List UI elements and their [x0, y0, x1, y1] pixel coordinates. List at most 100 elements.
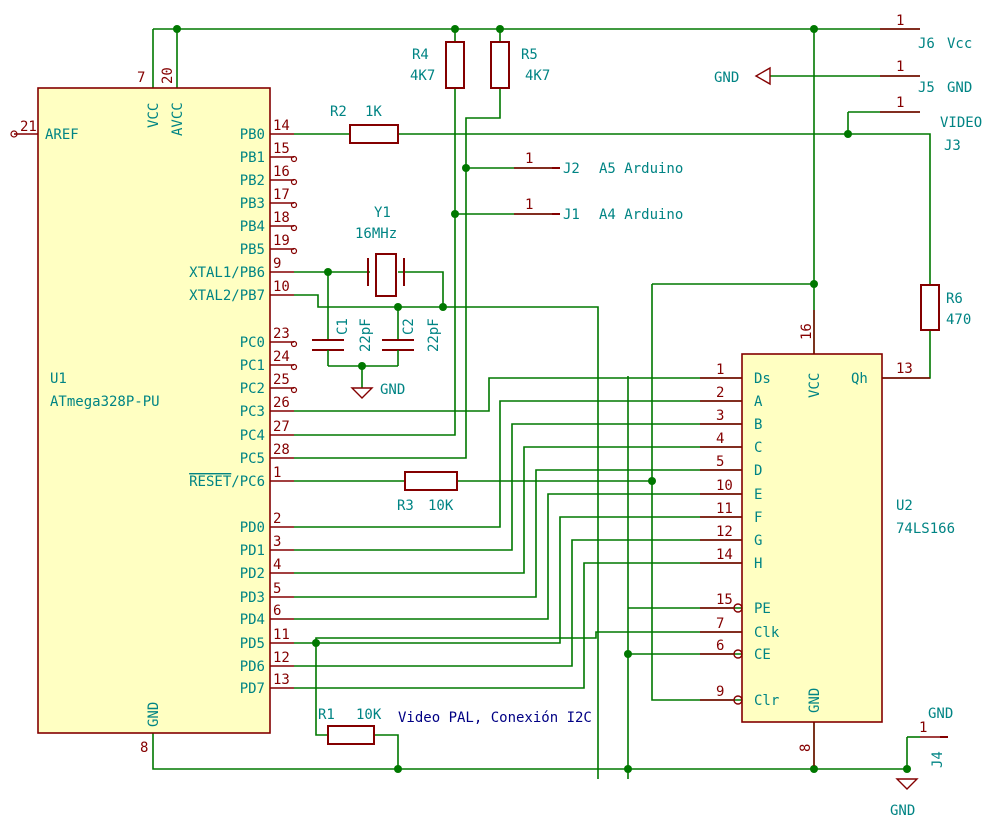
- u1-pin-number: 16: [273, 164, 290, 180]
- u1-pin-name: PD3: [240, 590, 265, 606]
- r5-body: [490, 41, 510, 89]
- u1-vcc-pin-name: VCC: [146, 103, 162, 128]
- u2-pin-number: 15: [716, 592, 733, 608]
- u2-pin-name: H: [754, 556, 762, 572]
- u1-pin-name: PC1: [240, 358, 265, 374]
- j1-pin-number: 1: [525, 197, 533, 213]
- u1-pin-name: PC5: [240, 451, 265, 467]
- u1-pin-name: PB3: [240, 196, 265, 212]
- r2-reference: R2: [330, 104, 347, 120]
- j4-value: GND: [928, 706, 953, 722]
- r4-body: [445, 41, 465, 89]
- connectors: 1 J6 Vcc 1 J5 GND 1 VIDEO J3 1 J2 A5 Ard…: [514, 13, 982, 768]
- u2-pin-number: 9: [716, 684, 724, 700]
- schematic-note: Video PAL, Conexión I2C: [398, 710, 592, 726]
- r3-value: 10K: [428, 498, 454, 514]
- c1-value: 22pF: [358, 318, 374, 352]
- u2-pin-number: 7: [716, 616, 724, 632]
- r1-body: [327, 725, 375, 745]
- u1-pin-number: 25: [273, 372, 290, 388]
- j5-value: GND: [947, 80, 972, 96]
- u2-pin-name: E: [754, 487, 762, 503]
- u1-pin-number: 17: [273, 187, 290, 203]
- j4-reference: J4: [930, 751, 946, 768]
- u1-pin-number: 26: [273, 395, 290, 411]
- u1-pin-name: PC2: [240, 381, 265, 397]
- j1-value: A4 Arduino: [599, 207, 683, 223]
- u1-pin-number: 10: [273, 279, 290, 295]
- u2-pin-number: 14: [716, 547, 733, 563]
- u2-pin-number: 5: [716, 454, 724, 470]
- u1-pin-name: PD5: [240, 636, 265, 652]
- gnd-icon-bottom: [895, 778, 919, 790]
- u1-pin-name: PD6: [240, 659, 265, 675]
- y1-body: [375, 253, 397, 297]
- u2-pin-number: 11: [716, 501, 733, 517]
- j6-value: Vcc: [947, 36, 972, 52]
- u1-pin-number: 28: [273, 442, 290, 458]
- c1-reference: C1: [335, 318, 351, 335]
- u1-pin-name: PB2: [240, 173, 265, 189]
- wires: [152, 28, 931, 779]
- u2-pin-name: Ds: [754, 371, 771, 387]
- r3-body: [404, 471, 458, 491]
- u1-pin-number: 9: [273, 256, 281, 272]
- u2-pin-number: 6: [716, 638, 724, 654]
- r1-reference: R1: [318, 707, 335, 723]
- u1-avcc-pin-name: AVCC: [170, 102, 186, 136]
- j1-reference: J1: [563, 207, 580, 223]
- u1-pin-name: PD1: [240, 543, 265, 559]
- u2-value: 74LS166: [896, 521, 955, 537]
- u1-pin-number: 6: [273, 603, 281, 619]
- u1-vcc-pin-number: 7: [137, 70, 145, 86]
- u1-pin-number: 27: [273, 419, 290, 435]
- u1-pin-name: RESET/PC6: [189, 474, 265, 490]
- u2-reference: U2: [896, 498, 913, 514]
- u2-vcc-pin-name: VCC: [807, 373, 823, 398]
- u1-pin-name: PB1: [240, 150, 265, 166]
- u2-gnd-pin-name: GND: [807, 688, 823, 713]
- u1-pin-number: 5: [273, 581, 281, 597]
- u2-qh-pin-number: 13: [896, 361, 913, 377]
- r2-body: [349, 124, 399, 144]
- u2-pin-name: Clr: [754, 693, 779, 709]
- u1-pin-name: PD0: [240, 520, 265, 536]
- u1-pin-number: 4: [273, 557, 281, 573]
- u2-pin-name: C: [754, 440, 762, 456]
- capacitors: C1 22pF C2 22pF: [312, 318, 442, 366]
- y1-reference: Y1: [374, 205, 391, 221]
- u1-pin-name: PB0: [240, 127, 265, 143]
- u1-pin-number: 18: [273, 210, 290, 226]
- j5-reference: J5: [918, 80, 935, 96]
- u1-pin-name: PB4: [240, 219, 265, 235]
- junction-dots: [173, 25, 911, 773]
- u1-atmega328p: 14PB015PB116PB217PB318PB419PB59XTAL1/PB6…: [10, 67, 298, 756]
- u1-pin-number: 3: [273, 534, 281, 550]
- u1-pin-name: PD2: [240, 566, 265, 582]
- crystal-y1: Y1 16MHz: [355, 205, 405, 297]
- j3-value: VIDEO: [940, 115, 982, 131]
- u1-avcc-pin-number: 20: [160, 67, 176, 84]
- r1-value: 10K: [356, 707, 382, 723]
- u1-pin-name: XTAL1/PB6: [189, 265, 265, 281]
- u1-pin-name: PC3: [240, 404, 265, 420]
- u1-right-pins: 14PB015PB116PB217PB318PB419PB59XTAL1/PB6…: [189, 118, 298, 697]
- u1-pin-number: 19: [273, 233, 290, 249]
- u1-pin-number: 11: [273, 627, 290, 643]
- u1-gnd-pin-number: 8: [140, 740, 148, 756]
- j3-pin-number: 1: [896, 95, 904, 111]
- u1-body: [37, 87, 271, 734]
- u2-pin-name: Clk: [754, 625, 780, 641]
- u1-pin-number: 2: [273, 511, 281, 527]
- u2-pin-number: 10: [716, 478, 733, 494]
- u1-reset-overbar-name: RESET: [189, 474, 232, 490]
- u1-pin-number: 24: [273, 349, 290, 365]
- u2-pin-name: G: [754, 533, 762, 549]
- j6-pin-number: 1: [896, 13, 904, 29]
- r4-reference: R4: [412, 47, 429, 63]
- y1-value: 16MHz: [355, 226, 397, 242]
- u1-pin-number: 13: [273, 672, 290, 688]
